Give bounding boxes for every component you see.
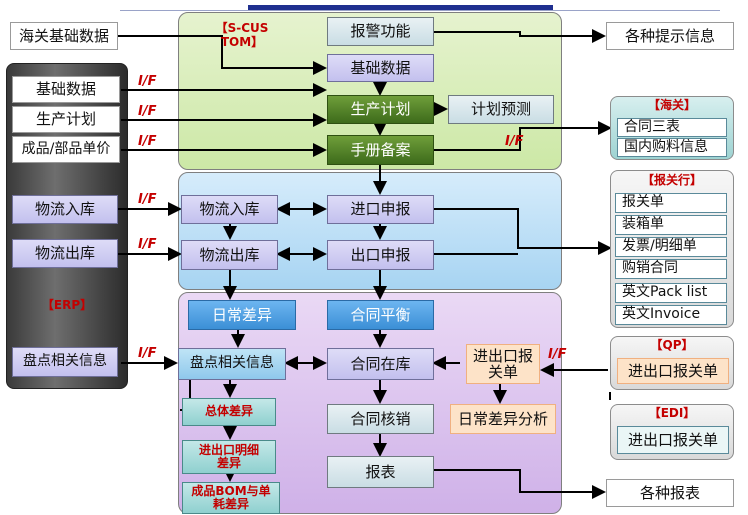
declaration-panel [178, 172, 562, 290]
manual-record-box: 手册备案 [327, 135, 434, 165]
export-declaration: 出口申报 [327, 240, 434, 270]
erp-logistics-in: 物流入库 [12, 195, 118, 224]
if-label-3: I/F [138, 134, 157, 149]
scustom-logistics-in: 物流入库 [181, 195, 278, 224]
plan-forecast-box: 计划预测 [448, 95, 554, 124]
customs-base-data-box: 海关基础数据 [10, 22, 118, 50]
broker-item-4: 购销合同 [615, 259, 727, 279]
contract-stock-box: 合同在库 [327, 348, 434, 380]
erp-base-data: 基础数据 [12, 76, 120, 103]
if-label-2: I/F [138, 104, 157, 119]
if-label-6: I/F [138, 346, 157, 361]
if-label-4: I/F [138, 192, 157, 207]
edi-group-title: 【EDI】 [648, 406, 696, 421]
header-bar-line [120, 10, 720, 11]
if-label-8: I/F [548, 347, 567, 362]
daily-difference-box: 日常差异 [188, 300, 296, 330]
broker-group-title: 【报关行】 [641, 173, 702, 188]
erp-label: 【ERP】 [41, 298, 93, 313]
erp-production-plan: 生产计划 [12, 106, 120, 133]
daily-difference-analysis-box: 日常差异分析 [450, 404, 556, 434]
if-label-5: I/F [138, 237, 157, 252]
erp-unit-price: 成品/部品单价 [12, 136, 120, 163]
scustom-production-plan: 生产计划 [327, 95, 434, 124]
io-detail-difference-box: 进出口明细差异 [182, 440, 276, 474]
reports-output-box: 各种报表 [606, 479, 734, 507]
header-bar [248, 5, 553, 10]
erp-logistics-out: 物流出库 [12, 239, 118, 268]
scustom-inventory-info: 盘点相关信息 [178, 348, 286, 380]
total-difference-box: 总体差异 [182, 398, 276, 426]
qp-item: 进出口报关单 [617, 358, 729, 384]
broker-item-1: 报关单 [615, 193, 727, 213]
broker-item-3: 发票/明细单 [615, 237, 727, 257]
contract-verification-box: 合同核销 [327, 404, 434, 434]
report-box: 报表 [327, 456, 434, 488]
customs-item-1: 合同三表 [617, 118, 727, 137]
if-label-1: I/F [138, 74, 157, 89]
broker-item-2: 装箱单 [615, 215, 727, 235]
broker-item-5: 英文Pack list [615, 283, 727, 303]
scustom-base-data: 基础数据 [327, 54, 434, 82]
notices-box: 各种提示信息 [606, 22, 734, 50]
bom-difference-box: 成品BOM与单耗差异 [182, 482, 280, 514]
customs-group-title: 【海关】 [647, 98, 696, 113]
broker-item-6: 英文Invoice [615, 305, 727, 325]
contract-balance-box: 合同平衡 [327, 300, 434, 330]
io-customs-declaration-box: 进出口报关单 [466, 344, 540, 384]
edi-item: 进出口报关单 [617, 426, 729, 454]
if-label-7: I/F [505, 134, 524, 149]
erp-inventory-info: 盘点相关信息 [12, 347, 118, 377]
qp-group-title: 【QP】 [650, 338, 694, 353]
scustom-logistics-out: 物流出库 [181, 240, 278, 270]
import-declaration: 进口申报 [327, 195, 434, 224]
s-custom-title: 【S-CUSTOM】 [215, 20, 269, 49]
alarm-function-box: 报警功能 [327, 17, 434, 46]
customs-item-2: 国内购料信息 [617, 138, 727, 157]
